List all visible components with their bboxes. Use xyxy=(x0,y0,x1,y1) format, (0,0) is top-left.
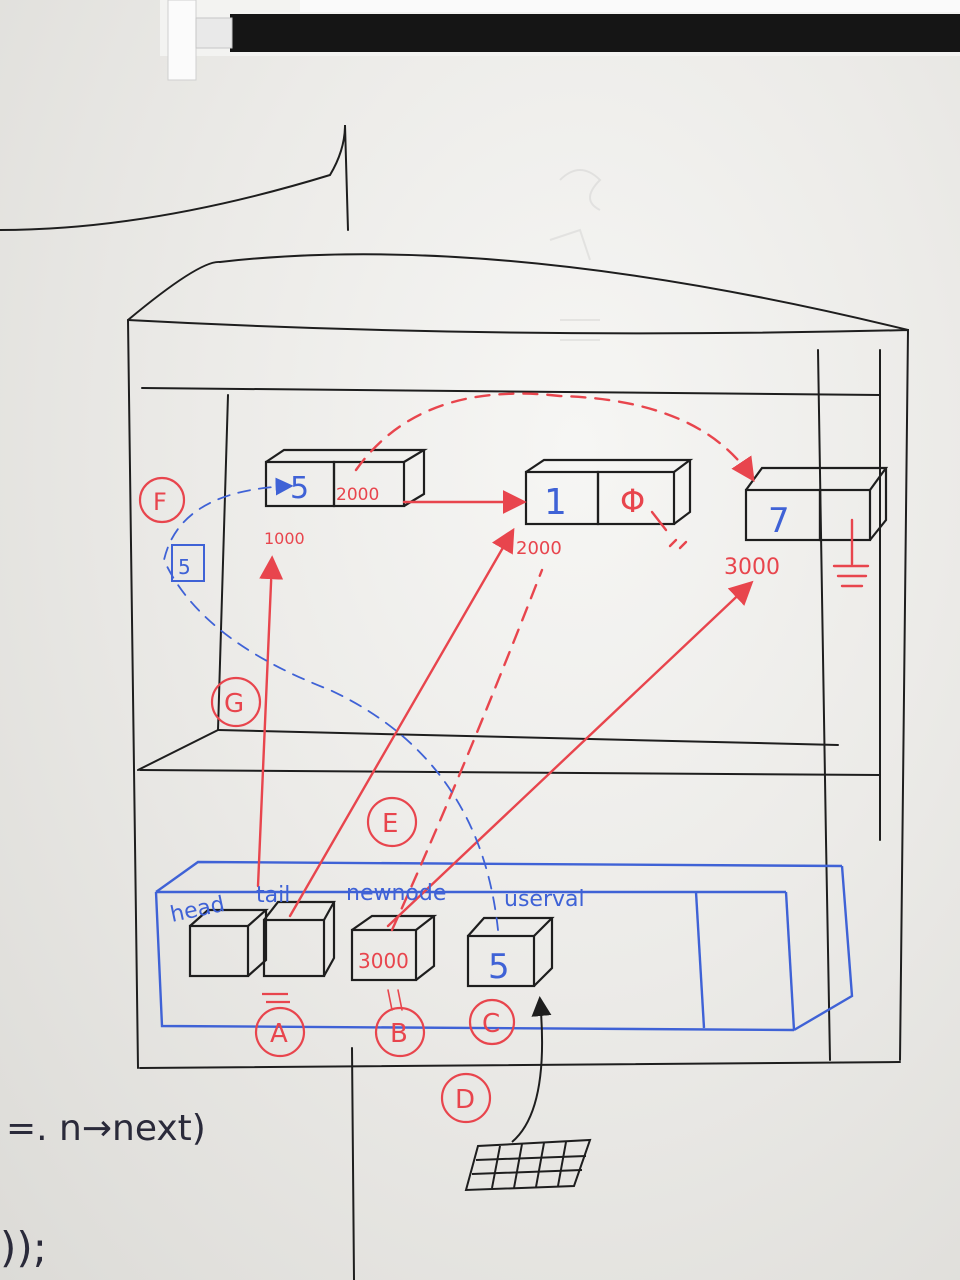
label-userval: userval xyxy=(504,887,585,912)
keyboard-sketch xyxy=(464,996,592,1192)
code-fragment-next: =. n→next) xyxy=(6,1108,206,1149)
userval-value: 5 xyxy=(488,947,510,987)
newnode-value: 3000 xyxy=(358,949,409,973)
heap-node-2-data: 1 xyxy=(544,482,567,523)
step-marker-f: F xyxy=(153,488,167,516)
stack-frame xyxy=(154,860,854,1032)
stack-box-head xyxy=(188,908,269,978)
label-tail: tail xyxy=(256,883,290,908)
heap-node-2-next: Φ xyxy=(620,482,645,520)
heap-node-1-data: 5 xyxy=(290,471,309,506)
side-box-value: 5 xyxy=(178,555,191,579)
stack-box-newnode xyxy=(350,914,438,982)
heap-node-3 xyxy=(744,466,889,542)
address-label-3: 3000 xyxy=(724,555,780,580)
step-marker-c: C xyxy=(482,1009,500,1039)
ghost-writing xyxy=(549,169,602,341)
side-box xyxy=(171,544,205,582)
memory-frame xyxy=(0,124,910,1280)
step-marker-b: B xyxy=(390,1019,408,1049)
address-label-1: 1000 xyxy=(264,529,305,548)
step-marker-a: A xyxy=(270,1019,288,1049)
address-label-2: 2000 xyxy=(516,538,562,559)
heap-node-2 xyxy=(524,458,694,526)
pointer-arrows xyxy=(256,392,870,1011)
stack-box-userval xyxy=(466,916,555,988)
step-marker-e: E xyxy=(382,809,398,839)
projector-screen xyxy=(160,0,960,81)
step-markers xyxy=(138,476,516,1124)
heap-node-3-data: 7 xyxy=(768,501,790,541)
step-marker-d: D xyxy=(455,1085,475,1115)
heap-node-1-next: 2000 xyxy=(336,485,379,505)
heap-node-1 xyxy=(264,448,428,508)
userval-copy-path xyxy=(163,477,499,931)
label-head: head xyxy=(168,892,227,928)
step-marker-g: G xyxy=(224,689,244,719)
stack-box-tail xyxy=(262,900,336,978)
label-newnode: newnode xyxy=(346,881,446,906)
code-fragment-bottom: )); xyxy=(0,1223,47,1272)
